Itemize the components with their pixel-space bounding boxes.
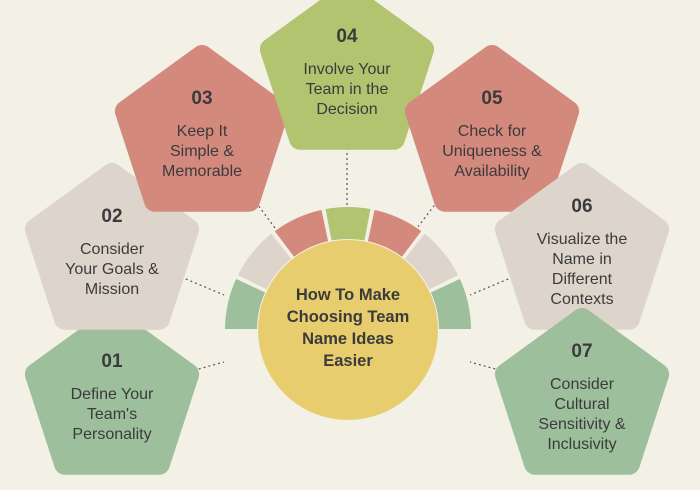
ring-segments bbox=[222, 205, 474, 331]
step-text-03-line-3: Memorable bbox=[162, 163, 242, 180]
step-text-05-line-1: Check for bbox=[458, 123, 527, 140]
step-text-07-line-4: Inclusivity bbox=[547, 436, 616, 453]
center-title-line-2: Choosing Team bbox=[287, 308, 410, 326]
step-text-07-line-3: Sensitivity & bbox=[538, 416, 625, 433]
step-pentagon-07 bbox=[494, 308, 670, 475]
step-text-06-line-2: Name in bbox=[552, 251, 612, 268]
step-number-04: 04 bbox=[336, 26, 358, 47]
step-text-01-line-3: Personality bbox=[72, 426, 151, 443]
step-text-03-line-1: Keep It bbox=[177, 123, 228, 140]
step-text-04-line-1: Involve Your bbox=[303, 61, 391, 78]
connector-line-01 bbox=[111, 361, 225, 394]
center-circle bbox=[258, 240, 438, 420]
step-pentagon-01 bbox=[24, 308, 200, 475]
step-text-07-line-2: Cultural bbox=[554, 396, 609, 413]
step-text-06-line-3: Different bbox=[552, 271, 613, 288]
step-pentagon-04 bbox=[259, 0, 435, 150]
center-title-line-3: Name Ideas bbox=[302, 330, 394, 348]
step-text-02-line-2: Your Goals & bbox=[65, 261, 159, 278]
step-number-06: 06 bbox=[571, 196, 592, 217]
step-number-03: 03 bbox=[191, 88, 212, 109]
center-hub: How To Make Choosing Team Name Ideas Eas… bbox=[258, 240, 438, 420]
center-title-line-1: How To Make bbox=[296, 286, 400, 304]
step-text-03-line-2: Simple & bbox=[170, 143, 234, 160]
step-number-02: 02 bbox=[101, 206, 122, 227]
step-number-01: 01 bbox=[101, 351, 123, 372]
step-pentagon-05 bbox=[404, 45, 580, 212]
step-text-04-line-3: Decision bbox=[316, 101, 377, 118]
step-number-07: 07 bbox=[571, 341, 592, 362]
step-text-01-line-1: Define Your bbox=[71, 386, 154, 403]
step-text-06-line-4: Contexts bbox=[550, 291, 613, 308]
step-text-01-line-2: Team's bbox=[87, 406, 137, 423]
step-text-07-line-1: Consider bbox=[550, 376, 615, 393]
step-text-02-line-3: Mission bbox=[85, 281, 139, 298]
step-text-02-line-1: Consider bbox=[80, 241, 145, 258]
step-pentagon-03 bbox=[114, 45, 290, 212]
connector-line-07 bbox=[469, 361, 583, 394]
step-text-05-line-2: Uniqueness & bbox=[442, 143, 542, 160]
center-title-line-4: Easier bbox=[323, 352, 373, 370]
step-text-06-line-1: Visualize the bbox=[537, 231, 628, 248]
step-number-05: 05 bbox=[481, 88, 503, 109]
step-text-05-line-3: Availability bbox=[454, 163, 529, 180]
ring-segment-04 bbox=[323, 205, 373, 243]
step-text-04-line-2: Team in the bbox=[306, 81, 389, 98]
